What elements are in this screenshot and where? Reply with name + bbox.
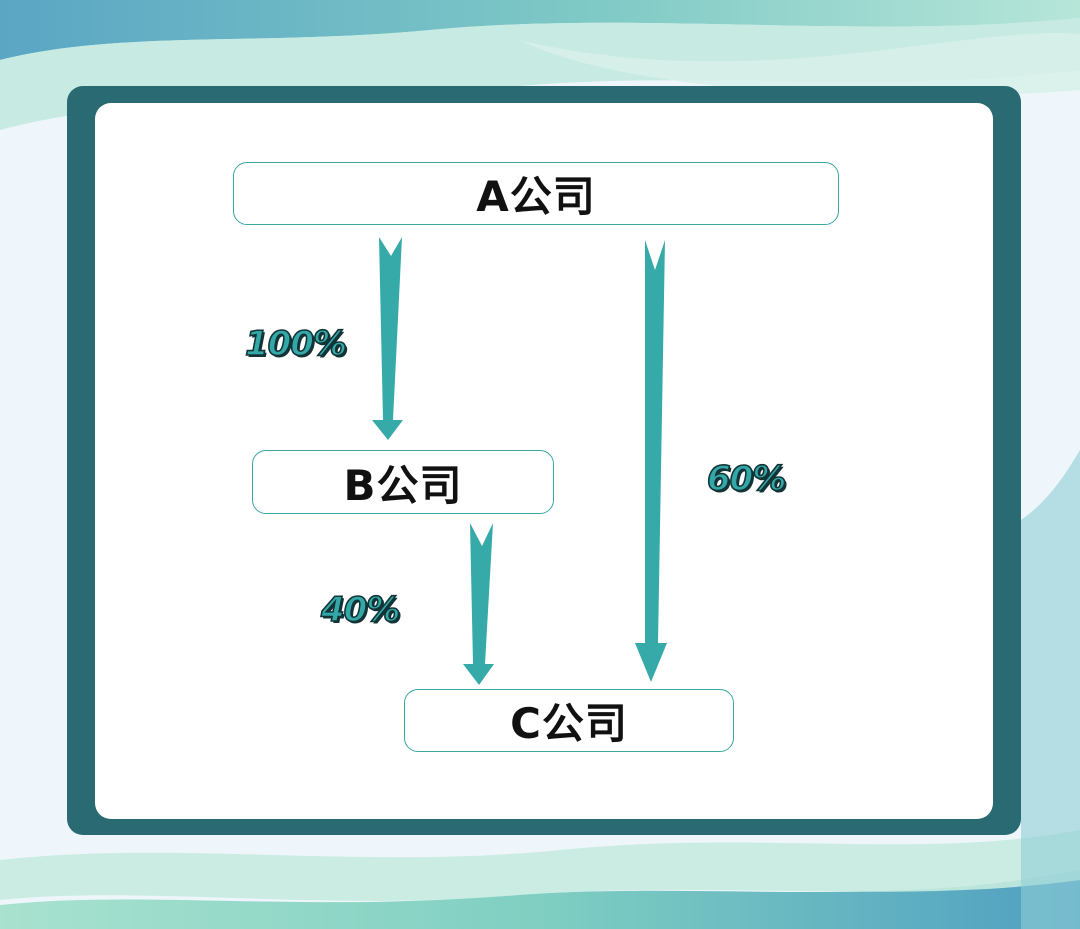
arrow-a-to-b: [372, 237, 403, 440]
node-b-company: B公司: [252, 450, 554, 514]
arrow-a-to-c: [635, 240, 667, 682]
node-a-company: A公司: [233, 162, 839, 225]
node-a-label: A公司: [476, 172, 596, 221]
node-b-label: B公司: [343, 460, 463, 510]
edge-label-a-to-c: 60%: [706, 458, 787, 500]
edge-label-b-to-c: 40%: [320, 589, 401, 631]
edge-label-a-to-b: 100%: [244, 323, 348, 365]
node-c-label: C公司: [510, 699, 628, 748]
node-c-company: C公司: [404, 689, 734, 752]
arrow-b-to-c: [463, 523, 494, 685]
